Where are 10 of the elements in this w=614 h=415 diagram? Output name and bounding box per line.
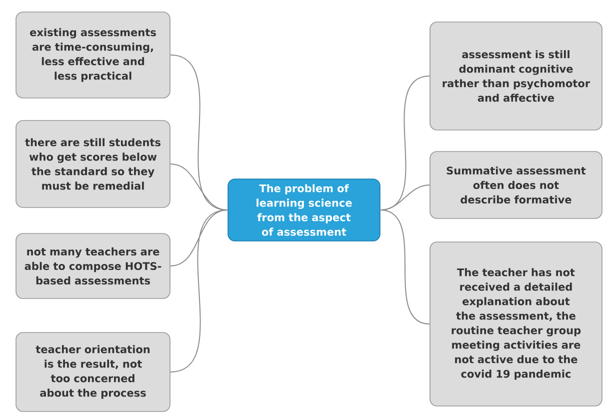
topic-box: existing assessments are time-consuming, less effective and less practical <box>16 12 170 98</box>
topic-box: teacher orientation is the result, not too concerned about the process <box>16 332 170 412</box>
central-topic-box: The problem of learning science from the aspect of assessment <box>228 178 380 242</box>
topic-box: The teacher has not received a detailed explanation about the assessment, the routine teacher group meeting activities are not active due to the covid 19 pandemic <box>430 242 602 406</box>
connector-line <box>170 210 228 372</box>
connector-line <box>380 210 430 324</box>
topic-box: Summative assessment often does not describe formative <box>430 151 602 219</box>
topic-box: there are still students who get scores below the standard so they must be remedial <box>16 120 170 208</box>
topic-box: assessment is still dominant cognitive rather than psychomotor and affective <box>430 22 602 130</box>
topic-box: not many teachers are able to compose HOTS-based assessments <box>16 233 170 299</box>
